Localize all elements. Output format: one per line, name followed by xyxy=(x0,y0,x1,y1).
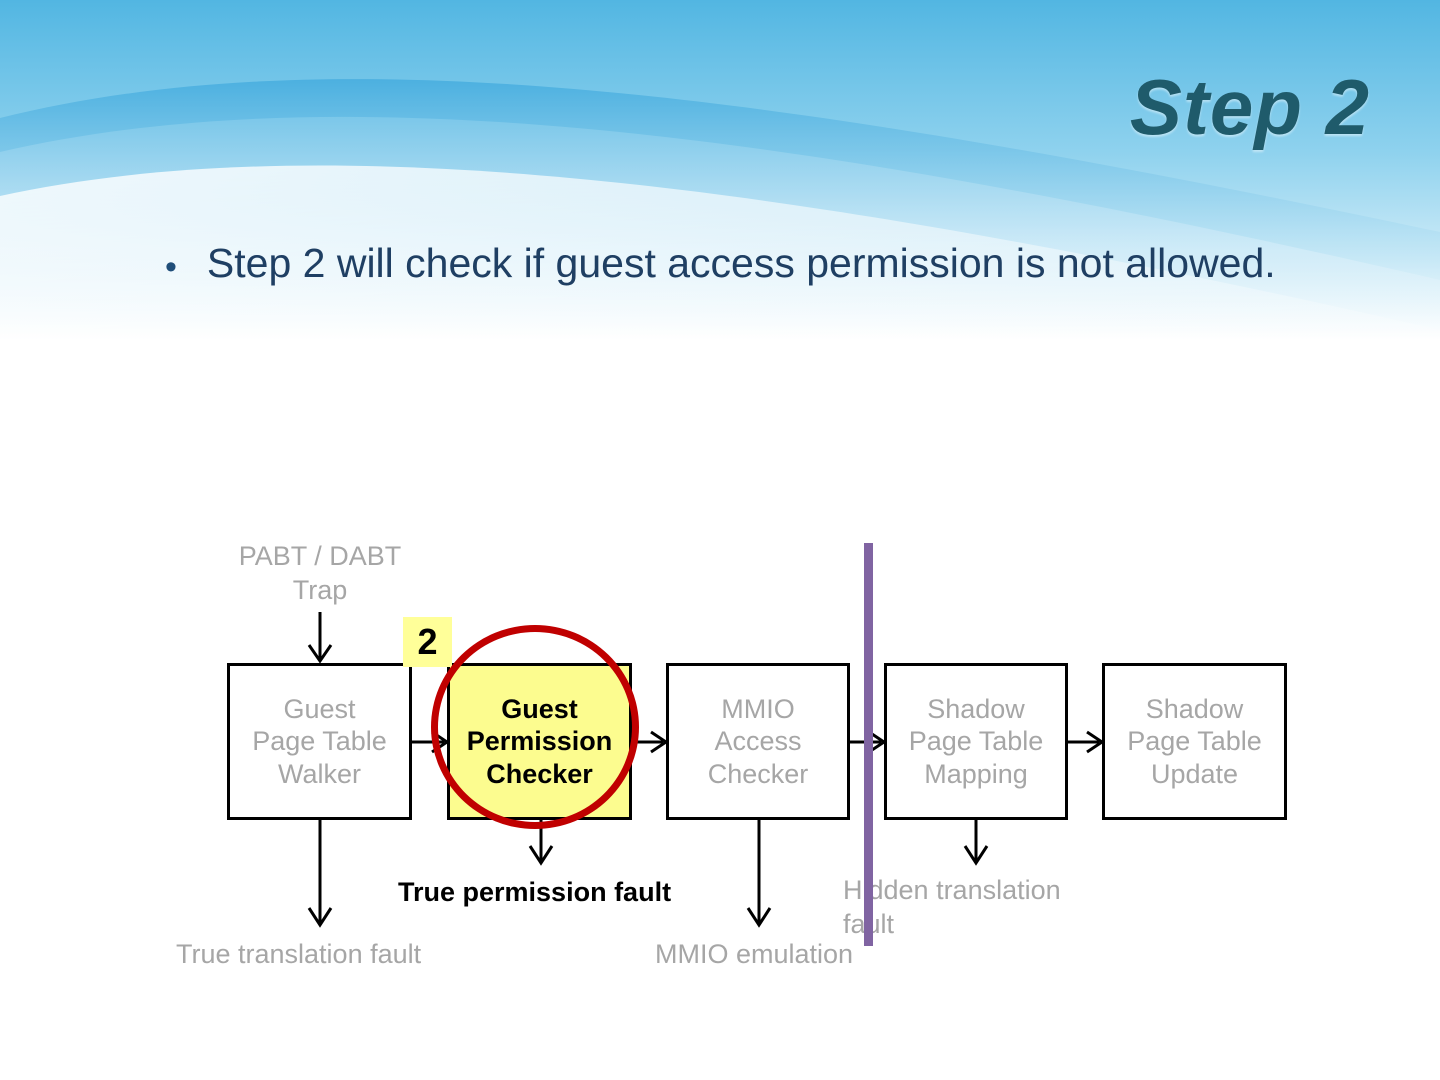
pipeline-box-guest-permission-checker[interactable]: Guest Permission Checker xyxy=(447,663,632,820)
pipeline-box-label: MMIO Access Checker xyxy=(707,693,809,789)
bullet-marker-icon: • xyxy=(165,248,177,286)
output-label-true-permission-fault: True permission fault xyxy=(398,877,672,907)
output-label-true-translation-fault: True translation fault xyxy=(176,939,422,969)
pipeline-box-mmio-access-checker[interactable]: MMIO Access Checker xyxy=(666,663,850,820)
slide-banner xyxy=(0,0,1440,340)
page-title: Step 2 xyxy=(1129,63,1370,151)
pipeline-box-label: Guest Permission Checker xyxy=(466,693,613,789)
bullet-text: Step 2 will check if guest access permis… xyxy=(206,240,1276,286)
diagram-input-label: PABT / DABT Trap xyxy=(238,541,402,605)
boundary-divider xyxy=(864,543,873,946)
pipeline-box-guest-page-table-walker[interactable]: Guest Page Table Walker xyxy=(227,663,412,820)
pipeline-box-label: Guest Page Table Walker xyxy=(252,693,387,789)
list-item: • Step 2 will check if guest access perm… xyxy=(165,236,1345,292)
pipeline-box-label: Shadow Page Table Mapping xyxy=(908,693,1044,789)
pipeline-box-label: Shadow Page Table Update xyxy=(1127,693,1262,789)
pipeline-box-shadow-page-table-update[interactable]: Shadow Page Table Update xyxy=(1102,663,1287,820)
output-label-mmio-emulation: MMIO emulation xyxy=(655,939,854,969)
slide-body: • Step 2 will check if guest access perm… xyxy=(165,236,1345,292)
output-label-hidden-translation-fault: Hidden translation fault xyxy=(843,875,1061,939)
pipeline-box-shadow-page-table-mapping[interactable]: Shadow Page Table Mapping xyxy=(884,663,1068,820)
step-badge: 2 xyxy=(403,617,452,667)
